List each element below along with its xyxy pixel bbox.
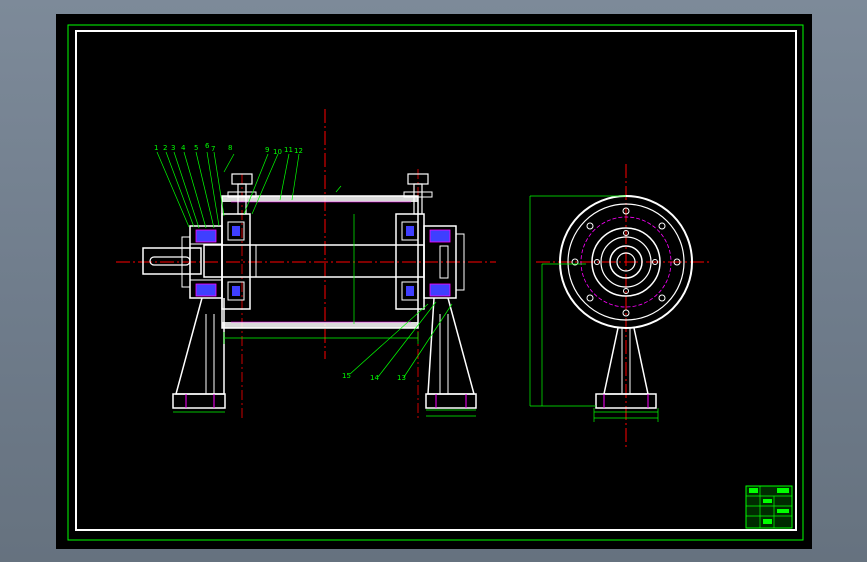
part-label-2: 2 bbox=[163, 144, 167, 152]
main-shaft bbox=[203, 244, 425, 278]
part-label-6: 6 bbox=[205, 142, 210, 150]
part-label-12: 12 bbox=[294, 147, 303, 155]
shaft-extension bbox=[142, 247, 202, 275]
left-take-up-screw bbox=[227, 173, 257, 215]
part-label-11: 11 bbox=[284, 146, 293, 154]
part-label-15: 15 bbox=[342, 372, 351, 380]
shaft-bore-circle bbox=[616, 252, 636, 272]
part-label-8: 8 bbox=[228, 144, 232, 152]
part-leaders bbox=[156, 151, 453, 378]
right-bearing-housing bbox=[423, 225, 465, 299]
part-label-7: 7 bbox=[211, 145, 215, 153]
part-number-labels: 1 2 3 4 5 6 7 8 9 10 11 12 15 14 13 bbox=[154, 142, 406, 382]
bolt-holes bbox=[571, 207, 681, 317]
inner-frame bbox=[75, 30, 797, 531]
bolt-circle bbox=[580, 216, 672, 308]
drum-inner-circle bbox=[567, 203, 685, 321]
side-view bbox=[529, 164, 711, 449]
side-dimensions bbox=[529, 195, 659, 422]
part-label-14: 14 bbox=[370, 374, 379, 382]
part-label-9: 9 bbox=[265, 146, 269, 154]
part-label-10: 10 bbox=[273, 148, 282, 156]
part-label-13: 13 bbox=[397, 374, 406, 382]
front-dimensions bbox=[173, 185, 476, 417]
cad-drawing: 1 2 3 4 5 6 7 8 9 10 11 12 15 14 13 bbox=[67, 24, 804, 541]
bearing-circle bbox=[600, 236, 652, 288]
left-bearing-housing bbox=[181, 225, 223, 299]
part-label-5: 5 bbox=[194, 144, 198, 152]
hub-circle bbox=[591, 227, 661, 297]
right-support-stand bbox=[425, 297, 477, 409]
shaft-outer-circle bbox=[609, 245, 643, 279]
drawing-sheet: 1 2 3 4 5 6 7 8 9 10 11 12 15 14 13 bbox=[56, 14, 812, 549]
part-label-3: 3 bbox=[171, 144, 175, 152]
part-label-1: 1 bbox=[154, 144, 158, 152]
front-view: 1 2 3 4 5 6 7 8 9 10 11 12 15 14 13 bbox=[116, 109, 496, 419]
title-block bbox=[745, 485, 793, 529]
outer-frame bbox=[67, 24, 804, 541]
left-support-stand bbox=[172, 297, 226, 409]
hub-bolt-holes bbox=[594, 230, 658, 294]
side-pedestal bbox=[595, 327, 657, 409]
part-label-4: 4 bbox=[181, 144, 186, 152]
right-take-up-screw bbox=[403, 173, 433, 215]
